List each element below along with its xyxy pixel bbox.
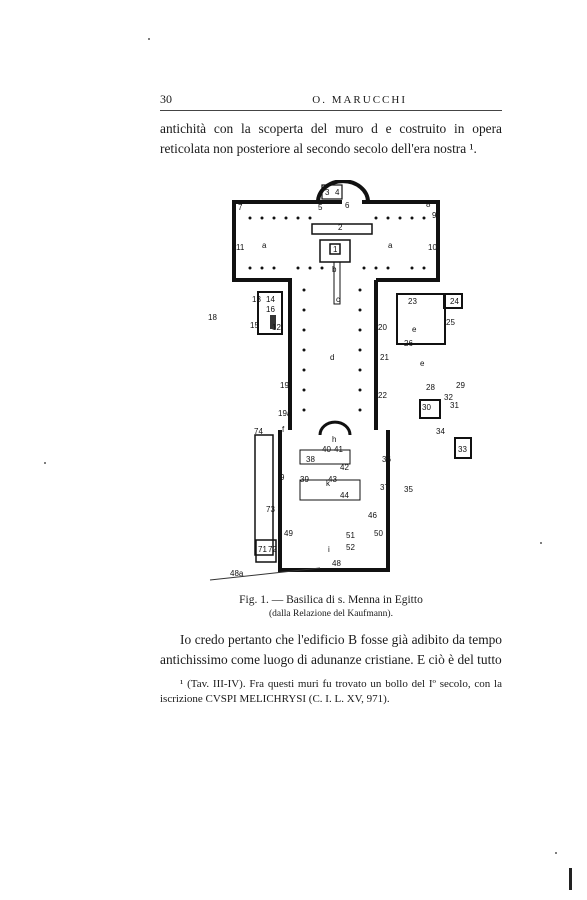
plan-label: a xyxy=(262,241,267,250)
plan-label: 30 xyxy=(422,403,431,412)
plan-label: 41 xyxy=(334,445,343,454)
plan-columns xyxy=(248,216,426,412)
plan-label: 73 xyxy=(266,505,275,514)
caption-main: Fig. 1. — Basilica di s. Menna in Egitto xyxy=(239,594,423,606)
plan-label: 51 xyxy=(346,531,355,540)
plan-label: 74 xyxy=(254,427,263,436)
plan-label: 50 xyxy=(374,529,383,538)
plan-label: 18 xyxy=(208,313,217,322)
running-header: 30 O. MARUCCHI xyxy=(160,92,502,111)
plan-label: 2 xyxy=(338,223,343,232)
page-edge-mark xyxy=(569,868,572,890)
plan-label: 20 xyxy=(378,323,387,332)
caption-sub: (dalla Relazione del Kaufmann). xyxy=(269,609,393,619)
plan-label: 39 xyxy=(300,475,309,484)
plan-label: 48 xyxy=(332,559,341,568)
plan-label: i xyxy=(328,545,330,554)
speck xyxy=(44,462,46,464)
plan-label: 16 xyxy=(266,305,275,314)
plan-label: 8 xyxy=(426,200,431,209)
speck xyxy=(540,542,542,544)
plan-label: b xyxy=(332,265,337,274)
plan-label: 7 xyxy=(238,203,243,212)
plan-label: 35 xyxy=(404,485,413,494)
plan-label: 9 xyxy=(432,211,437,220)
plan-label: 72 xyxy=(268,545,277,554)
plan-label: 32 xyxy=(444,393,453,402)
plan-label: 40 xyxy=(322,445,331,454)
plan-label: 28 xyxy=(426,383,435,392)
plan-label: 15 xyxy=(250,321,259,330)
plan-walls xyxy=(209,180,472,581)
speck xyxy=(148,38,150,40)
plan-label: 19 xyxy=(280,381,289,390)
floor-plan-figure: 7 8 9 3 4 6 5 2 1 a a b 11 10 c d 13 14 … xyxy=(208,180,472,581)
plan-label: e xyxy=(412,325,417,334)
plan-label: e xyxy=(420,359,425,368)
plan-label: 5 xyxy=(318,203,323,212)
plan-label: 10 xyxy=(428,243,437,252)
plan-label: 9 xyxy=(280,473,285,482)
plan-label: 36 xyxy=(382,455,391,464)
plan-label: 6 xyxy=(345,201,350,210)
plan-label: c xyxy=(336,295,340,304)
running-author: O. MARUCCHI xyxy=(312,94,407,106)
plan-label: 46 xyxy=(368,511,377,520)
figure-caption: Fig. 1. — Basilica di s. Menna in Egitto… xyxy=(160,593,502,621)
plan-label: 1 xyxy=(333,245,338,254)
plan-label: 4 xyxy=(335,188,340,197)
plan-label: 37 xyxy=(380,483,389,492)
plan-label: 25 xyxy=(446,318,455,327)
plan-label: 19a xyxy=(278,409,292,418)
plan-label: 23 xyxy=(408,297,417,306)
plan-label: f xyxy=(282,425,285,434)
plan-label: 11 xyxy=(236,243,245,252)
plan-label: 43 xyxy=(328,475,337,484)
page-number: 30 xyxy=(160,92,172,106)
plan-label: 34 xyxy=(436,427,445,436)
plan-labels: 7 8 9 3 4 6 5 2 1 a a b 11 10 c d 13 14 … xyxy=(208,188,467,578)
plan-label: 21 xyxy=(380,353,389,362)
plan-label: h xyxy=(332,435,336,444)
plan-label: 48a xyxy=(230,569,244,578)
plan-label: 3 xyxy=(325,188,330,197)
plan-label: 71 xyxy=(258,545,267,554)
plan-label: 22 xyxy=(378,391,387,400)
plan-label: 44 xyxy=(340,491,349,500)
plan-label: 42 xyxy=(340,463,349,472)
footnote: ¹ (Tav. III-IV). Fra questi muri fu trov… xyxy=(160,678,502,705)
speck xyxy=(555,852,557,854)
plan-label: 24 xyxy=(450,297,459,306)
plan-label: a xyxy=(388,241,393,250)
plan-label: 49 xyxy=(284,529,293,538)
paragraph-top: antichità con la scoperta del muro d e c… xyxy=(160,121,502,156)
paragraph-bottom: Io credo pertanto che l'edificio B fosse… xyxy=(160,632,502,667)
plan-label: 12 xyxy=(272,323,281,332)
plan-label: 29 xyxy=(456,381,465,390)
plan-label: 38 xyxy=(306,455,315,464)
plan-label: 52 xyxy=(346,543,355,552)
plan-label: 31 xyxy=(450,401,459,410)
plan-label: 26 xyxy=(404,339,413,348)
plan-label: 33 xyxy=(458,445,467,454)
plan-label: 13 xyxy=(252,295,261,304)
plan-label: 14 xyxy=(266,295,275,304)
plan-label: d xyxy=(330,353,334,362)
plan-label: k xyxy=(326,479,331,488)
